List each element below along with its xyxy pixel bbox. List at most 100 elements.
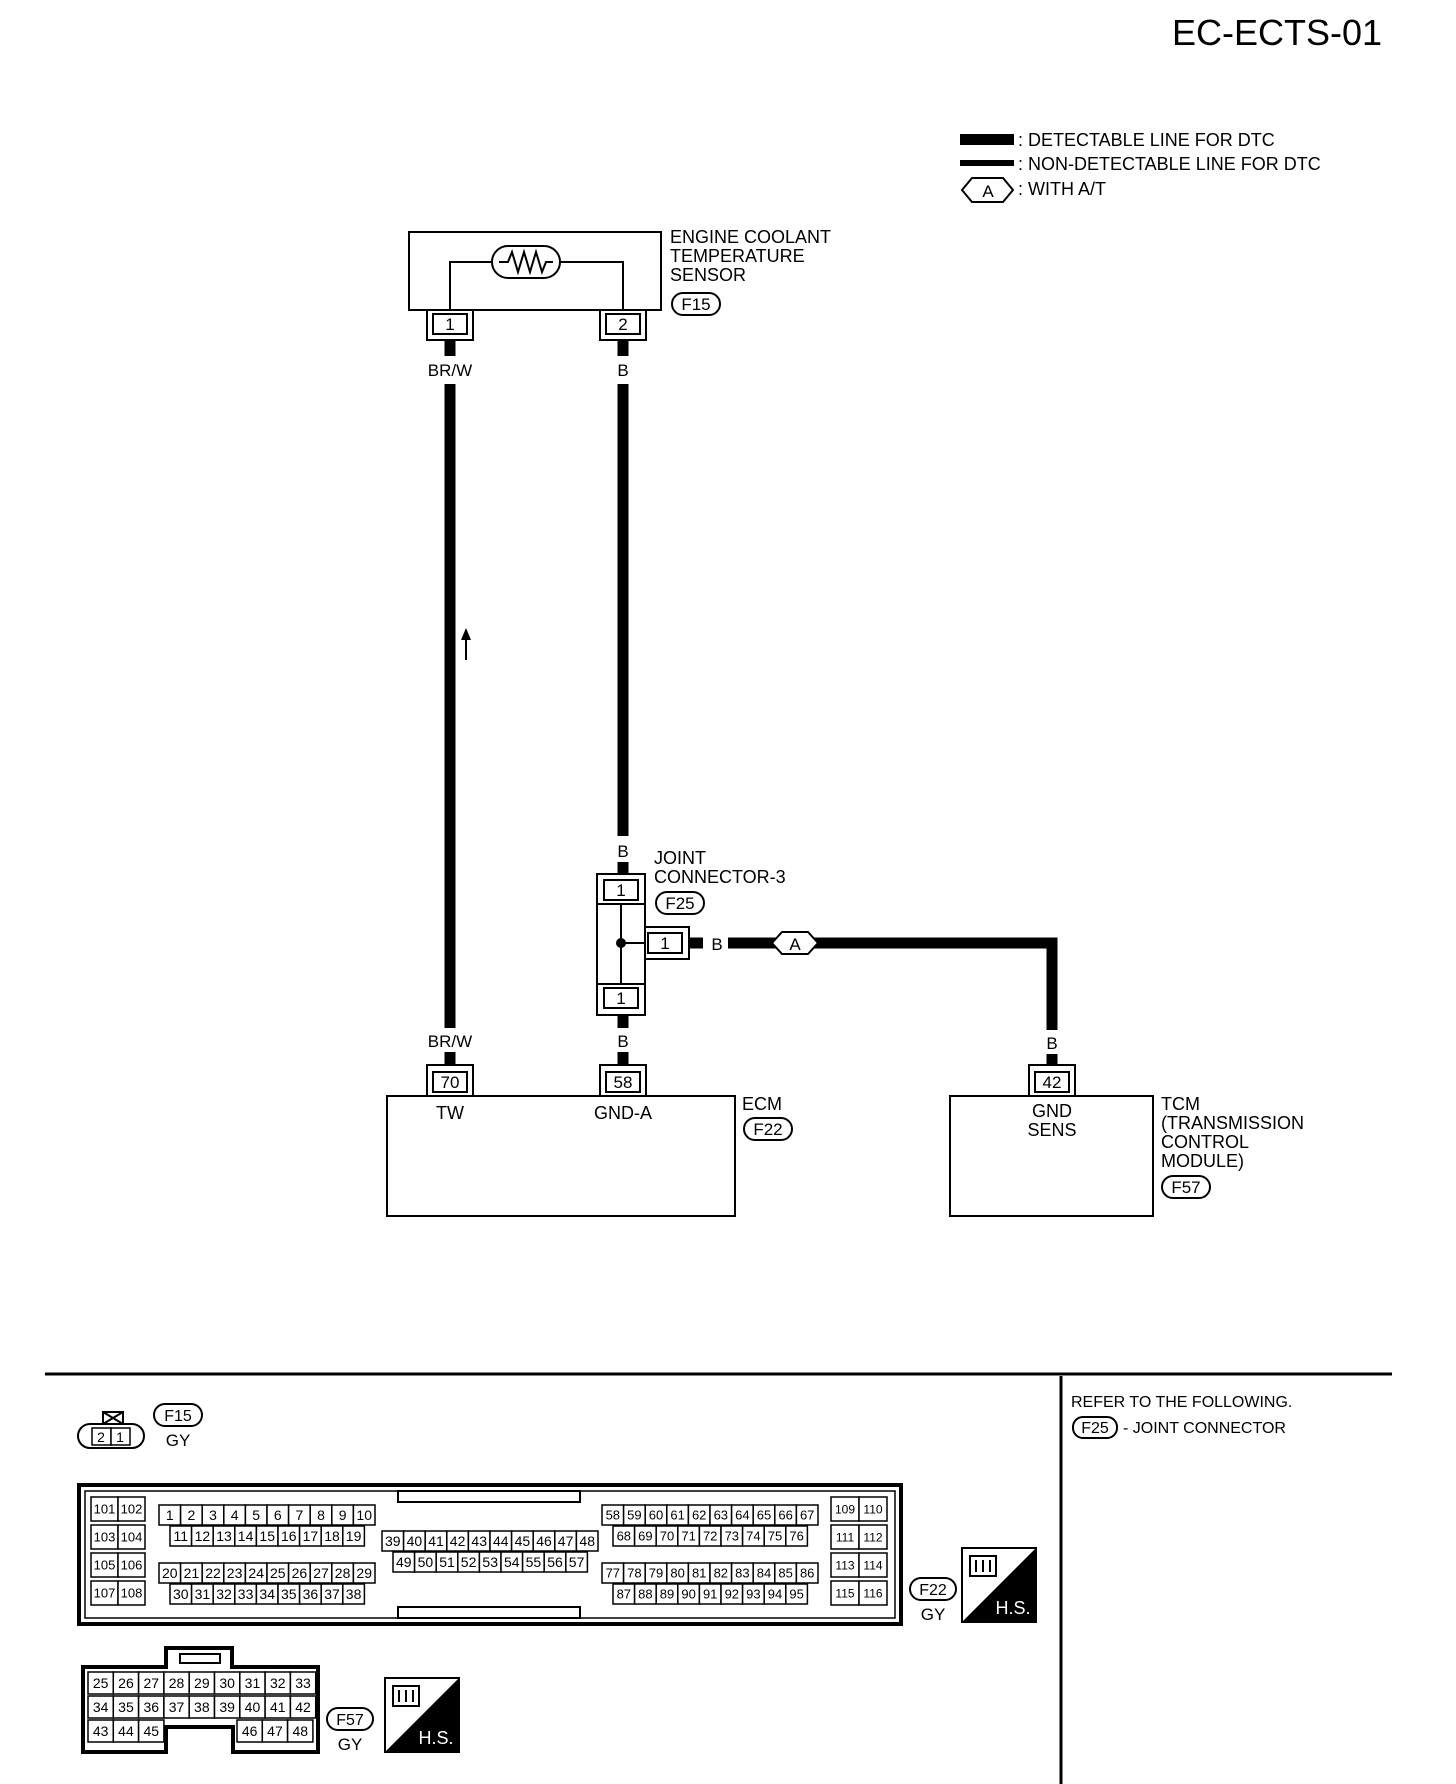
f22-pin-112: 112: [863, 1530, 882, 1544]
f22-pin-83: 83: [735, 1566, 749, 1581]
f22-pin-34: 34: [259, 1586, 275, 1602]
f22-pin-69: 69: [638, 1529, 652, 1544]
wire-label-b-tcm: B: [1046, 1034, 1057, 1053]
f22-pin-62: 62: [692, 1508, 706, 1523]
sensor-pin-1-box: [432, 313, 468, 335]
f22-pin-114-cell: [858, 1552, 888, 1578]
wire-label-brw-bottom: BR/W: [428, 1032, 472, 1051]
f22-pin-61: 61: [670, 1508, 684, 1523]
f22-pin-10-cell: [352, 1504, 376, 1526]
f57-color: GY: [338, 1735, 363, 1754]
f57-pin-41: 41: [270, 1699, 286, 1715]
f22-pin-54: 54: [504, 1554, 520, 1570]
f22-pin-95: 95: [789, 1587, 803, 1602]
f22-pin-6: 6: [274, 1507, 282, 1523]
f57-pin-48-cell: [286, 1719, 314, 1743]
f22-pin-27: 27: [313, 1565, 329, 1581]
f22-pin-79: 79: [649, 1566, 663, 1581]
refer-title: REFER TO THE FOLLOWING.: [1071, 1394, 1292, 1411]
f22-pin-73: 73: [725, 1529, 739, 1544]
f22-color: GY: [921, 1605, 946, 1624]
f22-pin-35: 35: [281, 1586, 297, 1602]
f22-pin-64: 64: [735, 1508, 749, 1523]
f22-bottom-key: [397, 1606, 581, 1619]
f22-pin-8: 8: [317, 1507, 325, 1523]
tcm-pin-42: 42: [1043, 1073, 1062, 1092]
f22-pin-32: 32: [216, 1586, 232, 1602]
f22-pin-52: 52: [461, 1554, 477, 1570]
joint-connector-id: F25: [665, 894, 694, 913]
f22-pin-113-cell: [830, 1552, 860, 1578]
f22-pin-22: 22: [205, 1565, 221, 1581]
wiring: BR/W BR/W B B B B A B: [428, 340, 1058, 1065]
f57-pin-48: 48: [292, 1723, 308, 1739]
joint-connector-3: JOINT CONNECTOR-3 F25 1 1 1: [596, 848, 786, 1016]
f22-pin-94: 94: [768, 1587, 782, 1602]
f22-pin-108: 108: [121, 1586, 143, 1601]
f22-pin-113: 113: [835, 1558, 854, 1572]
joint-node: [616, 938, 626, 948]
refer-panel: REFER TO THE FOLLOWING. F25 - JOINT CONN…: [1071, 1394, 1292, 1439]
f22-pin-50: 50: [418, 1554, 434, 1570]
ecm-connector-badge: [743, 1117, 793, 1141]
f22-pin-110-cell: [858, 1496, 888, 1522]
f22-pin-66: 66: [778, 1508, 792, 1523]
f22-pin-40: 40: [407, 1533, 423, 1549]
f22-pin-65: 65: [757, 1508, 771, 1523]
f22-pin-20: 20: [162, 1565, 178, 1581]
f57-pin-32: 32: [270, 1675, 286, 1691]
joint-name-line-1: JOINT: [654, 848, 706, 868]
ecm: 70 TW 58 GND-A ECM F22: [386, 1064, 793, 1217]
f22-pin-9: 9: [339, 1507, 347, 1523]
f22-pin-58: 58: [606, 1508, 620, 1523]
f22-pin-67: 67: [800, 1508, 814, 1523]
joint-top-pin: 1: [616, 881, 625, 900]
f22-pin-86: 86: [800, 1566, 814, 1581]
f22-pin-102: 102: [121, 1502, 143, 1517]
tcm-connector-badge: [1161, 1175, 1211, 1199]
f22-pin-115: 115: [835, 1586, 854, 1600]
f22-pin-90: 90: [681, 1587, 695, 1602]
f22-pin-108-cell: [117, 1580, 146, 1606]
f57-lock: [179, 1653, 221, 1664]
ecm-pin-58-box: [605, 1071, 641, 1093]
f22-pin-85: 85: [778, 1566, 792, 1581]
signal-arrow-icon: [461, 628, 471, 640]
wire-b-to-tcm: [728, 937, 1058, 1030]
f22-pin-110: 110: [863, 1502, 882, 1516]
f22-pin-87: 87: [617, 1587, 631, 1602]
f22-pin-116: 116: [863, 1586, 882, 1600]
f22-pin-106-cell: [117, 1552, 146, 1578]
sensor-connector-id: F15: [681, 295, 710, 314]
page-code: EC-ECTS-01: [1172, 12, 1382, 53]
refer-connector-id: F25: [1081, 1420, 1109, 1437]
wire-label-b-joint-right: B: [711, 935, 722, 954]
sensor-internal-wiring-2: [560, 261, 624, 318]
sensor-pin-2-box: [605, 313, 641, 335]
f22-pin-19: 19: [346, 1528, 362, 1544]
f22-pin-1: 1: [166, 1507, 174, 1523]
f57-pin-45: 45: [143, 1723, 159, 1739]
f22-pin-56: 56: [547, 1554, 563, 1570]
f22-pin-48-cell: [575, 1530, 599, 1552]
ecm-pin-70-box: [432, 1071, 468, 1093]
joint-right-pin-box: [647, 932, 683, 954]
f22-pin-57-cell: [565, 1551, 589, 1573]
f15-cell-1: [110, 1427, 131, 1446]
f15-pin-2: 2: [97, 1429, 105, 1445]
ecm-connector-id: F22: [753, 1120, 782, 1139]
f22-pin-14: 14: [238, 1528, 254, 1544]
legend-non-detectable-text: : NON-DETECTABLE LINE FOR DTC: [1018, 154, 1321, 174]
coolant-temp-sensor: ENGINE COOLANT TEMPERATURE SENSOR F15 1 …: [408, 227, 831, 341]
tcm-connector-id: F57: [1171, 1178, 1200, 1197]
ecm-pin-58-label: GND-A: [594, 1103, 652, 1123]
refer-connector-badge: [1072, 1416, 1118, 1439]
f22-pin-7: 7: [296, 1507, 304, 1523]
f57-pin-39: 39: [219, 1699, 235, 1715]
f22-id-badge: [909, 1577, 957, 1601]
f22-id: F22: [919, 1582, 947, 1599]
option-a-marker: [770, 931, 820, 955]
f22-top-key: [397, 1490, 581, 1503]
